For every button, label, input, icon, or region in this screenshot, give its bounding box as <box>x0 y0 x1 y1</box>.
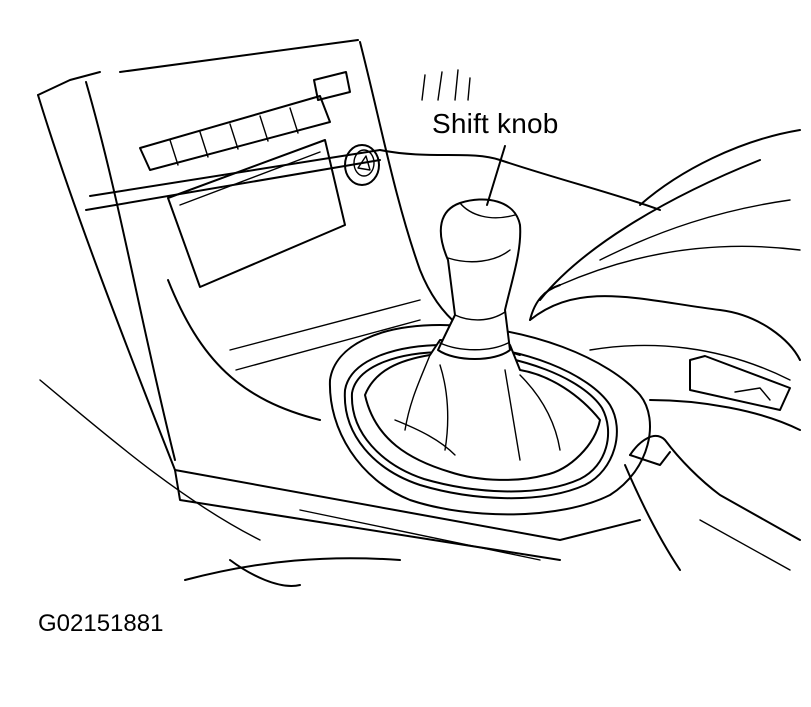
door-panel <box>689 355 791 411</box>
button-strip <box>139 71 351 171</box>
hazard-button <box>344 144 380 186</box>
trim-marks <box>421 69 471 101</box>
shift-knob <box>437 198 522 360</box>
figure-id-label: G02151881 <box>38 610 164 637</box>
radio-display <box>167 139 346 288</box>
shift-knob-callout-label: Shift knob <box>432 108 559 139</box>
callout-leader-line <box>486 145 506 206</box>
shift-boot <box>364 339 601 481</box>
parking-brake-lever <box>624 435 801 571</box>
